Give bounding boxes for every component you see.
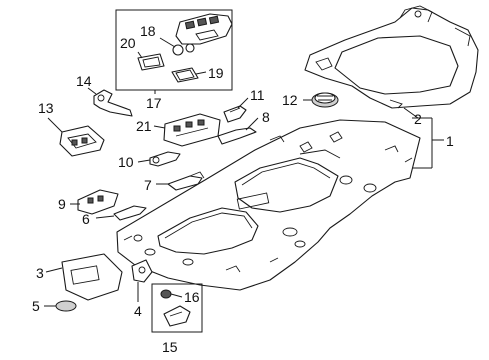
control-module-part — [163, 113, 221, 147]
roof-frame-part — [304, 5, 479, 109]
headliner-part — [116, 119, 421, 291]
map-lamp-group-box — [151, 283, 203, 333]
callout-16: 16 — [184, 289, 200, 305]
visor-clip-part — [55, 300, 77, 312]
callout-10: 10 — [118, 154, 134, 170]
callouts: 1 2 3 4 5 6 7 8 9 10 11 12 13 14 15 16 1… — [32, 23, 454, 355]
bracket-part-14 — [93, 89, 133, 117]
map-lamp-group — [151, 283, 203, 333]
grab-handle-part-8 — [217, 127, 257, 145]
callout-13: 13 — [38, 100, 54, 116]
callout-21: 21 — [136, 118, 152, 134]
console-group-box — [115, 9, 233, 91]
callout-4: 4 — [134, 303, 142, 319]
callout-5: 5 — [32, 298, 40, 314]
leader-lines — [44, 37, 444, 307]
callout-2: 2 — [414, 111, 422, 127]
grab-handle-part-6 — [113, 205, 147, 221]
dome-lamp-part — [311, 92, 339, 108]
callout-9: 9 — [58, 196, 66, 212]
callout-6: 6 — [82, 211, 90, 227]
callout-12: 12 — [282, 92, 298, 108]
callout-7: 7 — [144, 177, 152, 193]
sun-visor-part — [61, 253, 123, 301]
callout-14: 14 — [76, 73, 92, 89]
callout-8: 8 — [262, 109, 270, 125]
clip-part-11 — [223, 105, 247, 123]
callout-19: 19 — [208, 65, 224, 81]
callout-15: 15 — [162, 339, 178, 355]
callout-3: 3 — [36, 265, 44, 281]
callout-11: 11 — [250, 87, 265, 103]
grab-handle-part-7 — [167, 175, 203, 191]
clip-part-10 — [149, 151, 181, 167]
reading-lamp-part — [59, 125, 105, 157]
hook-module-part-9 — [77, 189, 119, 215]
callout-1: 1 — [446, 133, 454, 149]
overhead-console-group — [115, 9, 233, 91]
callout-18: 18 — [140, 23, 156, 39]
callout-20: 20 — [120, 35, 136, 51]
callout-17: 17 — [146, 95, 162, 111]
visor-holder-part — [131, 259, 153, 283]
